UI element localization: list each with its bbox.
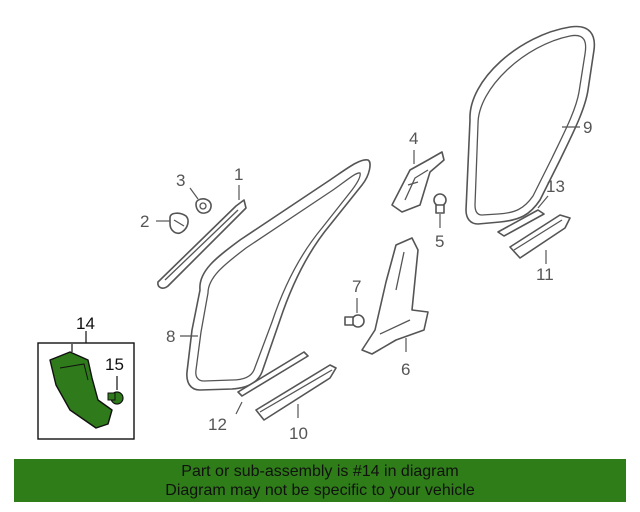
callout-13: 13: [546, 177, 565, 196]
callout-12: 12: [208, 415, 227, 434]
callout-3: 3: [176, 171, 185, 190]
banner-line-2: Diagram may not be specific to your vehi…: [165, 482, 475, 499]
leader-3: [189, 187, 199, 200]
part-10-kicking-plate: [255, 364, 337, 421]
part-13-kicking-plate: [497, 209, 545, 237]
callout-4: 4: [409, 129, 418, 148]
callout-11: 11: [536, 265, 554, 284]
part-7-bolt: [344, 314, 365, 328]
leader-12: [235, 401, 243, 415]
part-9-weatherstrip: [465, 25, 596, 225]
part-15-clip: [107, 391, 124, 405]
part-1-pillar-garnish: [157, 199, 247, 289]
part-11-kicking-plate: [509, 214, 571, 259]
callout-7: 7: [352, 277, 361, 296]
callout-15: 15: [105, 355, 124, 374]
callout-10: 10: [289, 424, 308, 443]
callout-9: 9: [583, 118, 592, 137]
part-8-weatherstrip: [186, 159, 371, 391]
part-14-highlighted: [49, 344, 113, 429]
leader-13: [537, 195, 549, 209]
part-5-bolt: [433, 193, 447, 214]
callout-14: 14: [76, 314, 95, 333]
info-banner: Part or sub-assembly is #14 in diagram D…: [14, 459, 626, 502]
callout-2: 2: [140, 212, 149, 231]
callout-8: 8: [166, 327, 175, 346]
callout-5: 5: [435, 232, 444, 251]
part-4-upper-garnish: [391, 151, 445, 213]
part-6-lower-garnish: [361, 237, 429, 355]
part-3-clip: [195, 198, 212, 214]
callout-1: 1: [234, 165, 243, 184]
part-2-clip: [169, 212, 189, 235]
part-12-kicking-plate: [237, 351, 309, 397]
banner-line-1: Part or sub-assembly is #14 in diagram: [181, 463, 459, 480]
callout-6: 6: [401, 360, 410, 379]
